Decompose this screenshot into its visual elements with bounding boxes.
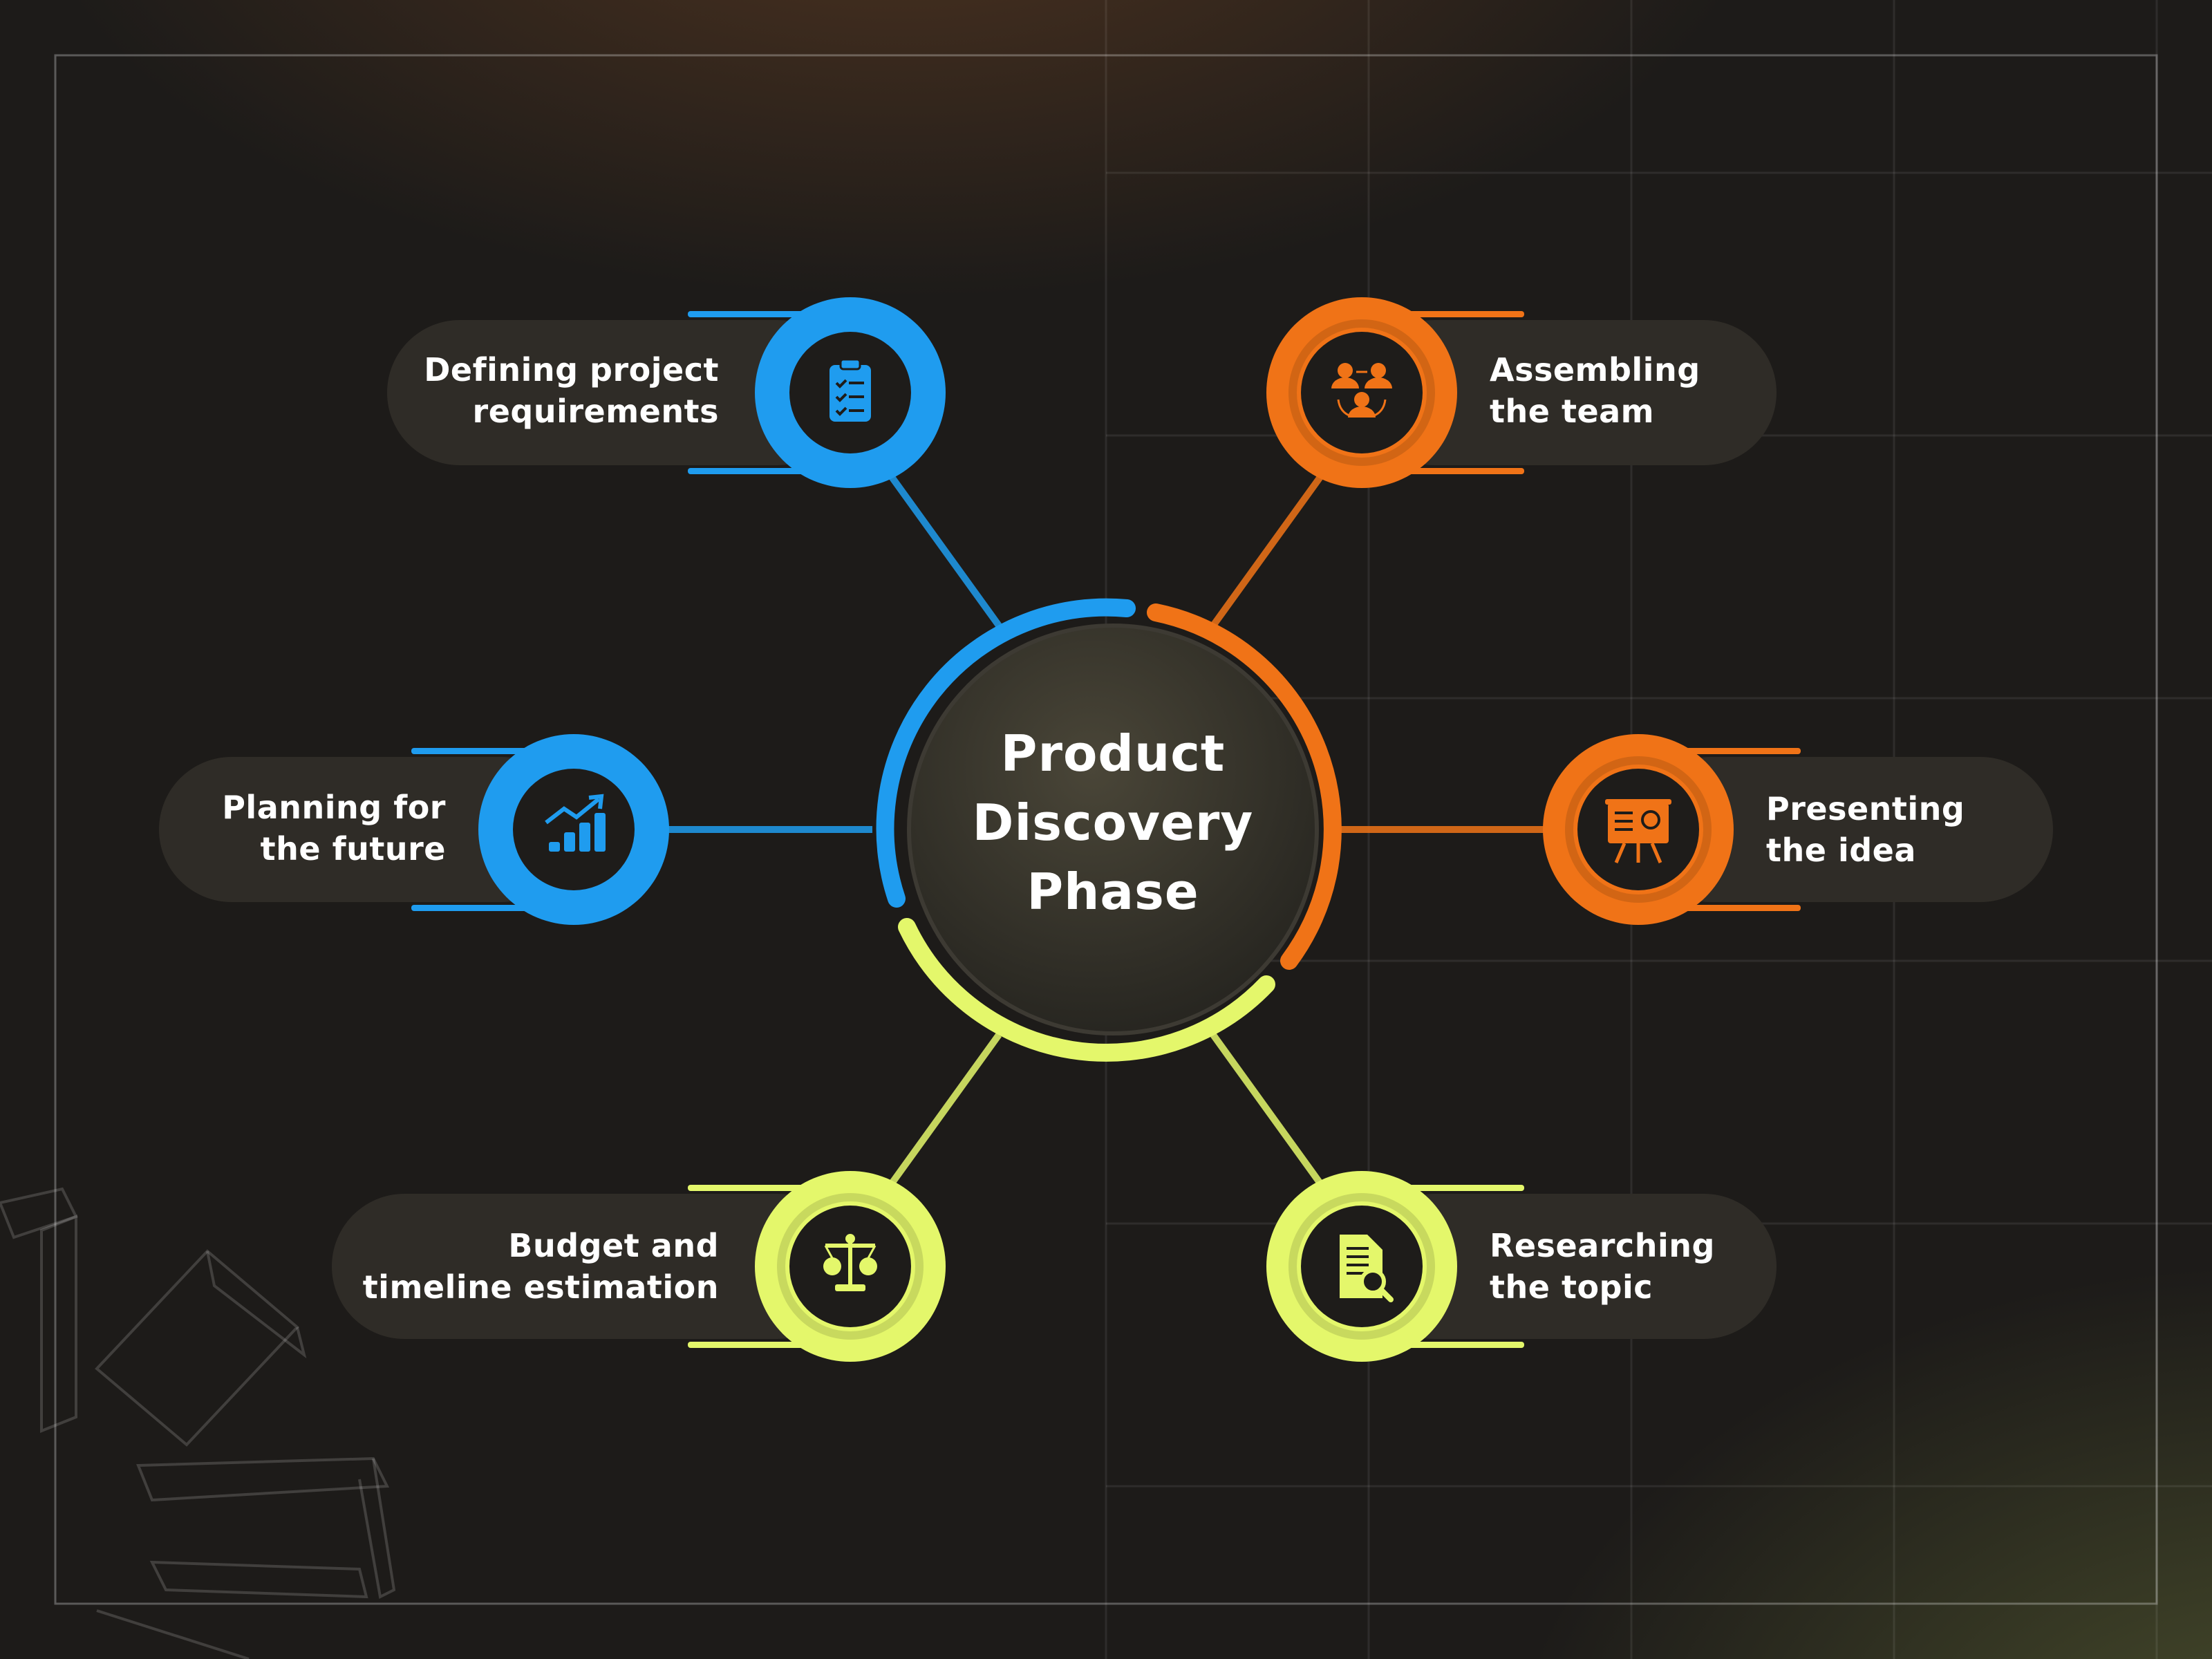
center-arc-orange xyxy=(1147,603,1342,970)
node-pill xyxy=(1362,1194,1777,1339)
node-ring-inner xyxy=(1288,1193,1435,1340)
node-inner-disc xyxy=(513,769,635,890)
center-title-line: Phase xyxy=(1027,863,1199,921)
node-pill xyxy=(159,757,574,902)
node-label-presenting: Presenting the idea xyxy=(1766,788,2043,871)
center-title-line: Discovery xyxy=(972,794,1254,852)
node-label-line: Presenting xyxy=(1766,790,1965,827)
node-label-line: Researching xyxy=(1490,1227,1715,1264)
connector-defining xyxy=(888,475,1002,628)
frame-border xyxy=(54,54,2158,1605)
node-label-line: timeline estimation xyxy=(362,1268,719,1306)
node-researching xyxy=(1266,1171,1777,1362)
node-assembling xyxy=(1266,297,1777,488)
node-label-line: the team xyxy=(1490,393,1655,430)
node-label-budget: Budget and timeline estimation xyxy=(318,1225,719,1308)
node-pill xyxy=(387,320,850,465)
connector-researching xyxy=(1210,1033,1324,1185)
background-grid xyxy=(1105,0,2212,1659)
presentation-board-icon xyxy=(1605,799,1671,863)
center-title: Product Discovery Phase xyxy=(940,719,1286,926)
node-budget xyxy=(332,1171,946,1362)
clipboard-checklist-icon xyxy=(830,358,871,422)
node-ring-inner xyxy=(1565,756,1712,903)
team-icon xyxy=(1331,363,1392,418)
node-presenting xyxy=(1543,734,2053,925)
node-label-line: Planning for xyxy=(222,789,446,826)
node-label-line: Defining project xyxy=(424,351,719,388)
node-label-line: Budget and xyxy=(508,1227,719,1264)
center-title-line: Product xyxy=(1000,724,1226,782)
node-label-planning: Planning for the future xyxy=(166,787,446,870)
node-label-line: Assembling xyxy=(1490,351,1700,388)
document-search-icon xyxy=(1340,1235,1394,1302)
node-ring-inner xyxy=(1288,319,1435,466)
node-label-line: the future xyxy=(260,830,446,868)
growth-chart-icon xyxy=(545,794,606,852)
decorative-wireframe xyxy=(0,1187,396,1659)
center-arc-lime xyxy=(898,918,1275,1062)
node-label-researching: Researching the topic xyxy=(1490,1225,1780,1308)
node-label-line: the topic xyxy=(1490,1268,1653,1306)
node-pill xyxy=(1638,757,2053,902)
center-arc-blue xyxy=(876,598,1136,908)
node-planning xyxy=(159,734,669,925)
node-label-line: the idea xyxy=(1766,832,1916,869)
balance-scale-icon xyxy=(823,1234,877,1291)
node-defining xyxy=(387,297,946,488)
node-pill xyxy=(1362,320,1777,465)
connector-budget xyxy=(888,1033,1002,1185)
node-label-defining: Defining project requirements xyxy=(387,349,719,432)
connector-assembling xyxy=(1210,475,1324,628)
center-circle xyxy=(907,624,1319,1035)
node-label-line: requirements xyxy=(472,393,719,430)
node-ring-inner xyxy=(777,1193,924,1340)
node-label-assembling: Assembling the team xyxy=(1490,349,1766,432)
node-pill xyxy=(332,1194,850,1339)
